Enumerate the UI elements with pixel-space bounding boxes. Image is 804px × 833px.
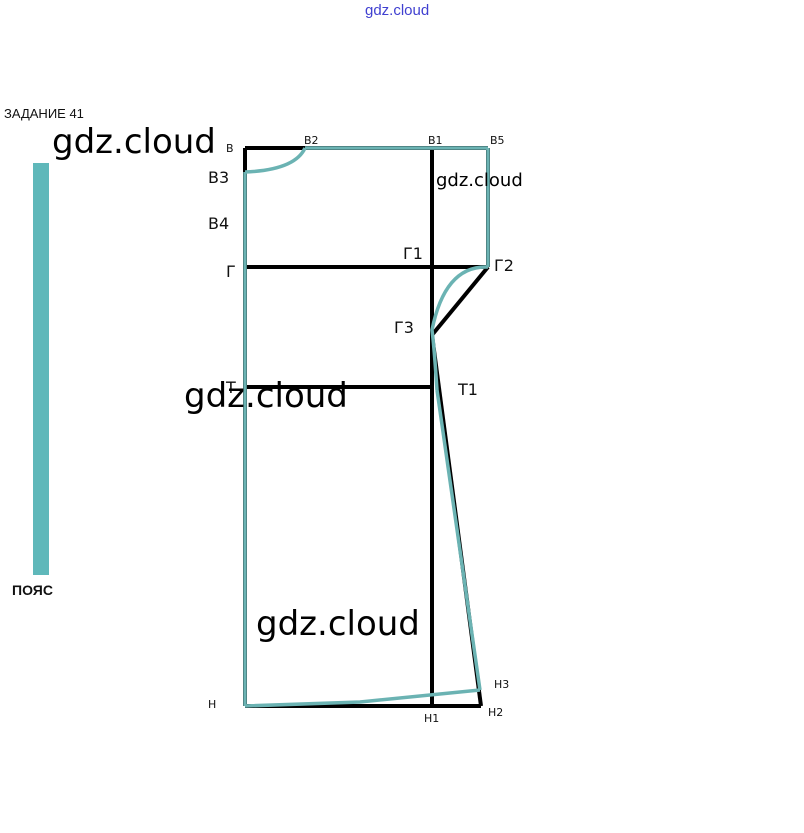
point-label: В: [226, 142, 234, 155]
task-title: ЗАДАНИЕ 41: [4, 106, 84, 121]
point-label: Г1: [403, 244, 423, 263]
site-link[interactable]: gdz.cloud: [365, 2, 430, 19]
point-label: Н3: [494, 678, 510, 691]
point-label: В1: [428, 134, 443, 147]
point-label: Г: [226, 262, 236, 281]
belt-label: ПОЯС: [12, 582, 53, 598]
belt-strip: [33, 163, 49, 575]
point-label: В4: [208, 214, 230, 233]
watermark: gdz.cloud: [256, 604, 420, 644]
hem-curve: [244, 688, 481, 708]
point-label: В2: [304, 134, 319, 147]
watermark: gdz.cloud: [436, 170, 523, 191]
point-label: В3: [208, 168, 230, 187]
line-armhole: [430, 265, 490, 337]
point-label: Т: [226, 378, 236, 397]
point-label: Н2: [488, 706, 504, 719]
contour-lines: [243, 146, 490, 708]
neck-curve: [244, 147, 307, 174]
point-label: В5: [490, 134, 505, 147]
watermark: gdz.cloud: [184, 376, 348, 416]
point-label: Т1: [458, 380, 478, 399]
point-label: Н1: [424, 712, 440, 725]
point-label: Н: [208, 698, 217, 711]
point-label: Г3: [394, 318, 414, 337]
armhole-curve: [430, 265, 489, 391]
point-label: Г2: [494, 256, 514, 275]
watermark: gdz.cloud: [52, 122, 216, 162]
